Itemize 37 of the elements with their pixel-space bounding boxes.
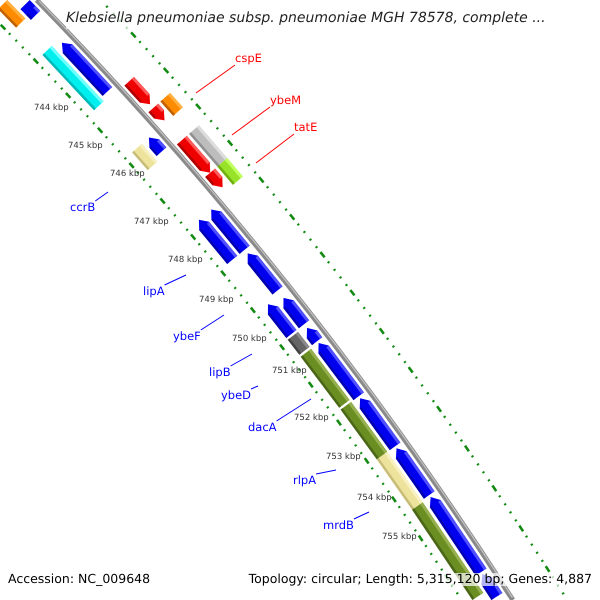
tick-label: 754 kbp [357,494,392,502]
tick-label: 747 kbp [134,218,169,226]
tick-label: 755 kbp [382,533,417,542]
tick-label: 746 kbp [110,170,145,178]
gene-label: rlpA [293,474,316,487]
tick-label: 750 kbp [232,335,267,344]
leader-line [200,314,224,330]
leader-line [164,274,186,286]
tick-label: 751 kbp [272,367,307,376]
gene-label: tatE [294,121,318,134]
leader-line [316,470,336,474]
leader-line [250,386,258,390]
gene-label: mrdB [323,519,354,532]
gene-label: dacA [248,421,277,434]
leader-line [196,64,236,94]
gene-label: cspE [235,52,262,65]
tick-label: 744 kbp [34,104,69,112]
leader-line [353,512,370,520]
leader-line [94,192,108,202]
gene-label: lipA [143,285,165,298]
leader-line [256,134,294,164]
leader-line [232,106,270,136]
tick-label: 745 kbp [68,142,103,150]
gene-label: ccrB [70,201,96,214]
tick-label: 749 kbp [199,296,234,304]
gene-label: ybeD [221,389,252,402]
gene-label: lipB [209,366,231,379]
leader-line [276,398,312,422]
gene-label: ybeF [173,330,201,343]
gene-label: ybeM [270,94,302,107]
tick-label: 752 kbp [294,414,329,422]
tick-label: 748 kbp [168,256,203,264]
map-info-text: Accession: NC_009648 [8,573,150,586]
leader-line [230,354,252,366]
map-info-text: Topology: circular; Length: 5,315,120 bp; Genes: 4,887 [248,573,592,586]
tick-label: 753 kbp [326,453,361,462]
map-title: Klebsiella pneumoniae subsp. pneumoniae MGH 78578, complete ... [66,8,546,29]
